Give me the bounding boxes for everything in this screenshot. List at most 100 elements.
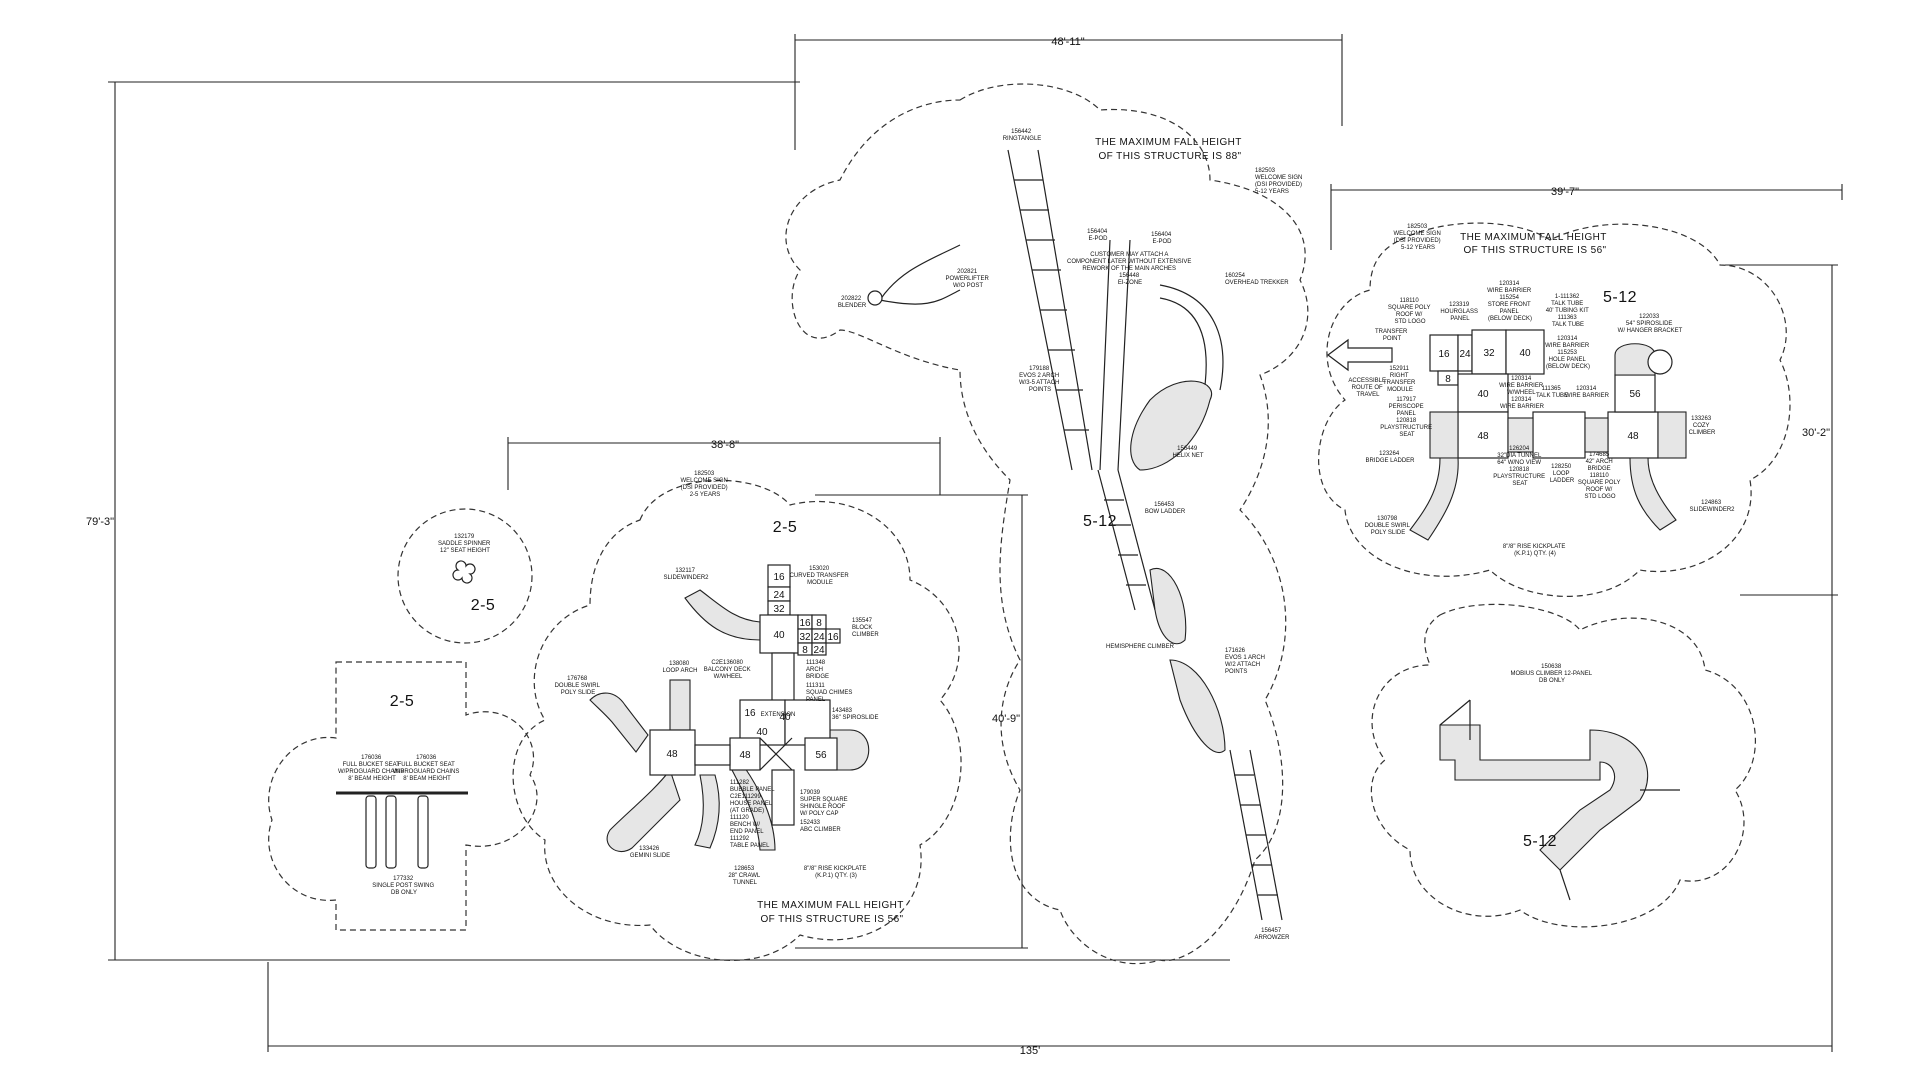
spinner-icon xyxy=(452,560,476,584)
svg-text:32: 32 xyxy=(1483,348,1495,359)
left-tunnel-label: 128653 28" CRAWL TUNNEL xyxy=(728,866,761,886)
spinner-label: 132179 SADDLE SPINNER 12" SEAT HEIGHT xyxy=(438,534,492,554)
dim-center-width: 48'-11" xyxy=(1051,36,1084,48)
center-fall-height: THE MAXIMUM FALL HEIGHT OF THIS STRUCTUR… xyxy=(1095,137,1245,162)
right-spiroslide xyxy=(1647,349,1673,375)
bridge-ladder-label: 123264 BRIDGE LADDER xyxy=(1365,451,1415,464)
dim-left-height: 40'-9" xyxy=(992,713,1020,725)
svg-text:8: 8 xyxy=(802,645,808,656)
block-climber-label: 135547 BLOCK CLIMBER xyxy=(852,618,879,638)
blender-icon xyxy=(867,290,883,306)
left-panels-label: 111282 BUBBLE PANEL C2E111299 HOUSE PANE… xyxy=(730,780,776,849)
right-barrier-d-label: 120314 WIRE BARRIER xyxy=(1565,386,1610,399)
hourglass-label: 123319 HOURGLASS PANEL xyxy=(1440,302,1479,322)
svg-text:56: 56 xyxy=(1629,389,1641,400)
overhead-trekker xyxy=(1159,284,1224,391)
dimension-lines: 79'-3" 135' 48'-11" 39'-7" 30'-2" 38'-8"… xyxy=(86,34,1843,1057)
left-age: 2-5 xyxy=(773,519,798,536)
svg-text:32: 32 xyxy=(773,604,785,615)
right-roof-label: 118110 SQUARE POLY ROOF W/ STD LOGO xyxy=(1388,298,1432,325)
cozy-climber-label: 133263 COZY CLIMBER xyxy=(1689,416,1716,436)
gemini-label: 133426 GEMINI SLIDE xyxy=(630,846,670,859)
gemini-slide-c xyxy=(731,767,776,851)
dim-overall-height: 79'-3" xyxy=(86,516,114,528)
svg-text:48: 48 xyxy=(739,750,751,761)
right-deck-grid xyxy=(1429,329,1687,459)
curved-transfer-label: 153020 CURVED TRANSFER MODULE xyxy=(790,566,851,586)
right-barrier-a-label: 120314 WIRE BARRIER 115254 STORE FRONT P… xyxy=(1487,281,1533,322)
accessible-label: ACCESSIBLE ROUTE OF TRAVEL xyxy=(1348,378,1387,398)
svg-text:48: 48 xyxy=(1627,431,1639,442)
helix-net-label: 156449 HELIX NET xyxy=(1172,446,1203,459)
loop-arch-label: 138080 LOOP ARCH xyxy=(663,661,698,674)
svg-text:40: 40 xyxy=(756,727,768,738)
dim-total-width: 135' xyxy=(1020,1045,1040,1057)
swing-frame-label: 177332 SINGLE POST SWING DB ONLY xyxy=(372,876,436,896)
svg-text:48: 48 xyxy=(666,749,678,760)
svg-text:16: 16 xyxy=(1438,349,1450,360)
hemisphere-label: HEMISPHERE CLIMBER xyxy=(1106,644,1175,650)
svg-text:16: 16 xyxy=(773,572,785,583)
zone-left-structure: 2-5 182503 WELCOME SIGN (DSI PROVIDED) 2… xyxy=(512,471,962,962)
dim-left-width: 38'-8" xyxy=(711,439,739,451)
gemini-slide-b xyxy=(694,774,720,849)
bow-rungs xyxy=(1104,499,1146,586)
svg-text:48: 48 xyxy=(1477,431,1489,442)
svg-text:56: 56 xyxy=(815,750,827,761)
mobius-rails xyxy=(1439,699,1680,901)
center-sign-label: 182503 WELCOME SIGN (DSI PROVIDED) 5-12 … xyxy=(1255,168,1304,195)
svg-text:24: 24 xyxy=(813,645,825,656)
dim-right-height: 30'-2" xyxy=(1802,427,1830,439)
zone-center-structure: 5-12 THE MAXIMUM FALL HEIGHT OF THIS STR… xyxy=(785,83,1309,965)
chimes-label: 111311 SQUAD CHIMES PANEL xyxy=(806,683,854,703)
right-double-swirl-slide xyxy=(1409,457,1459,541)
right-age: 5-12 xyxy=(1603,289,1637,306)
center-note-label: CUSTOMER MAY ATTACH A COMPONENT LATER WI… xyxy=(1067,252,1193,286)
bow-ladder-label: 156453 BOW LADDER xyxy=(1145,502,1186,515)
ladder-rungs xyxy=(1014,179,1089,431)
right-kickplate-label: 8"/8" RISE KICKPLATE (K.P.1) QTY. (4) xyxy=(1503,544,1567,557)
swing-age: 2-5 xyxy=(390,693,415,710)
zone-swing: 2-5 176036 FULL BUCKET SEAT W/PROGUARD C… xyxy=(268,661,538,931)
svg-text:8: 8 xyxy=(1445,374,1451,385)
svg-text:40: 40 xyxy=(1477,389,1489,400)
overhead-trekker-label: 160254 OVERHEAD TREKKER xyxy=(1225,273,1289,286)
hemisphere-climber xyxy=(1149,567,1187,645)
svg-text:40: 40 xyxy=(1519,348,1531,359)
double-swirl-slide xyxy=(589,692,649,753)
loop-arch xyxy=(669,679,691,731)
right-double-swirl-label: 130798 DOUBLE SWIRL POLY SLIDE xyxy=(1365,516,1412,536)
bow-ladder xyxy=(1097,469,1156,611)
extension-label: EXTENSION xyxy=(761,712,796,718)
svg-text:40: 40 xyxy=(779,712,791,723)
spiroslide xyxy=(829,729,870,771)
zone-mobius: 150638 MOBIUS CLIMBER 12-PANEL DB ONLY 5… xyxy=(1370,603,1756,928)
left-deck-numbers: 16 24 32 40 16 8 32 24 16 8 24 16 40 40 … xyxy=(666,572,839,761)
left-slidewinder-label: 132117 SLIDEWINDER2 xyxy=(663,568,709,581)
svg-text:24: 24 xyxy=(813,632,825,643)
epod-b-label: 156404 E-POD xyxy=(1151,232,1173,245)
periscope-label: 117917 PERISCOPE PANEL 120818 PLAYSTRUCT… xyxy=(1380,397,1434,438)
svg-text:32: 32 xyxy=(799,632,811,643)
evos1-label: 171626 EVOS 1 ARCH W/2 ATTACH POINTS xyxy=(1225,648,1267,675)
left-deck-grid xyxy=(649,564,841,826)
mobius-climber xyxy=(1439,724,1649,871)
swing-seat-b-label: 176036 FULL BUCKET SEAT W/PROGUARD CHAIN… xyxy=(393,755,461,782)
zone-spinner: 132179 SADDLE SPINNER 12" SEAT HEIGHT 2-… xyxy=(397,508,533,644)
arrowzer-label: 156457 ARROWZER xyxy=(1255,928,1291,941)
balcony-label: C2E136080 BALCONY DECK W/WHEEL xyxy=(704,660,753,680)
zone-right-structure: 5-12 182503 WELCOME SIGN (DSI PROVIDED) … xyxy=(1318,222,1791,597)
mobius-label: 150638 MOBIUS CLIMBER 12-PANEL DB ONLY xyxy=(1510,664,1593,684)
abc-climber-label: 152433 ABC CLIMBER xyxy=(800,820,841,833)
powerlifter xyxy=(879,244,961,305)
right-fall-height: THE MAXIMUM FALL HEIGHT OF THIS STRUCTUR… xyxy=(1460,232,1610,256)
transfer-point-label: TRANSFER POINT xyxy=(1375,329,1409,342)
powerlifter-label: 202821 POWERLIFTER W/O POST xyxy=(945,269,990,289)
swing-seat-a-label: 176036 FULL BUCKET SEAT W/PROGUARD CHAIN… xyxy=(338,755,406,782)
right-crawl-label: 126204 32"DIA TUNNEL 64" W/NO VIEW 12081… xyxy=(1493,446,1547,487)
svg-text:24: 24 xyxy=(773,590,785,601)
center-arch-posts xyxy=(1099,239,1131,471)
arrowzer-rungs xyxy=(1234,774,1278,896)
slidewinder-slide xyxy=(684,589,761,641)
right-talk-tube-b-label: 111365 TALK TUBE xyxy=(1536,386,1568,399)
